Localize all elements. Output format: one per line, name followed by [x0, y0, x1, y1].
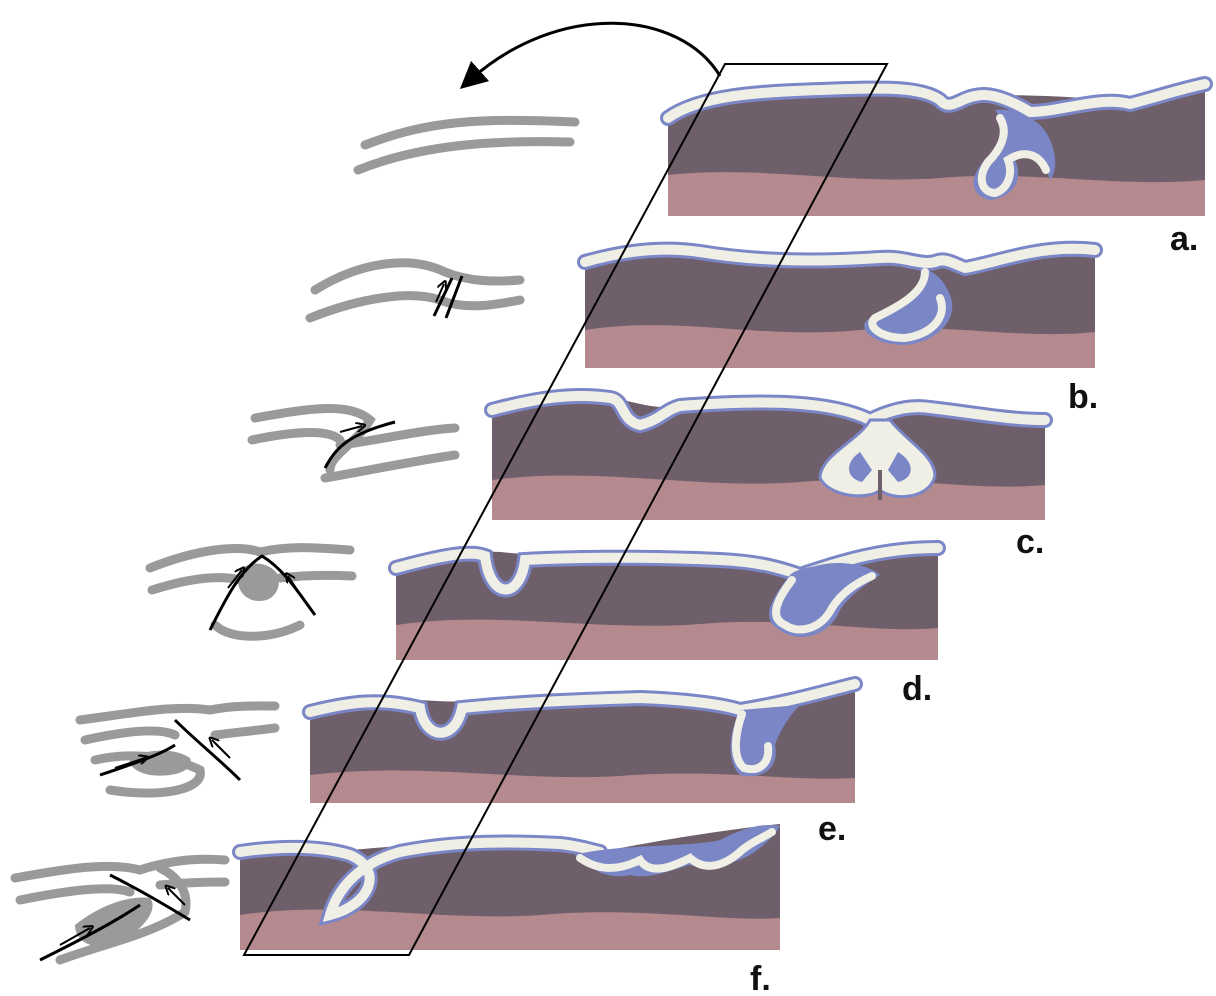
- section-photo-e: [310, 684, 855, 803]
- section-photo-f: [240, 824, 780, 950]
- panel-label-e: e.: [818, 810, 846, 848]
- sketch-f: [15, 859, 225, 960]
- panel-label-f: f.: [750, 960, 771, 996]
- section-photo-a: [668, 84, 1205, 216]
- curved-arrow-icon: [470, 23, 720, 80]
- sketch-c: [252, 408, 455, 478]
- sketch-a: [358, 120, 575, 170]
- sketch-e: [80, 706, 275, 793]
- section-photo-d: [396, 548, 938, 660]
- section-photo-b: [585, 249, 1095, 368]
- panel-label-a: a.: [1170, 220, 1198, 258]
- panel-label-d: d.: [902, 670, 932, 708]
- panel-label-c: c.: [1016, 523, 1044, 561]
- section-photo-c: [492, 396, 1045, 520]
- sketch-d: [150, 548, 352, 637]
- sketch-b: [310, 263, 520, 318]
- panel-label-b: b.: [1068, 378, 1098, 416]
